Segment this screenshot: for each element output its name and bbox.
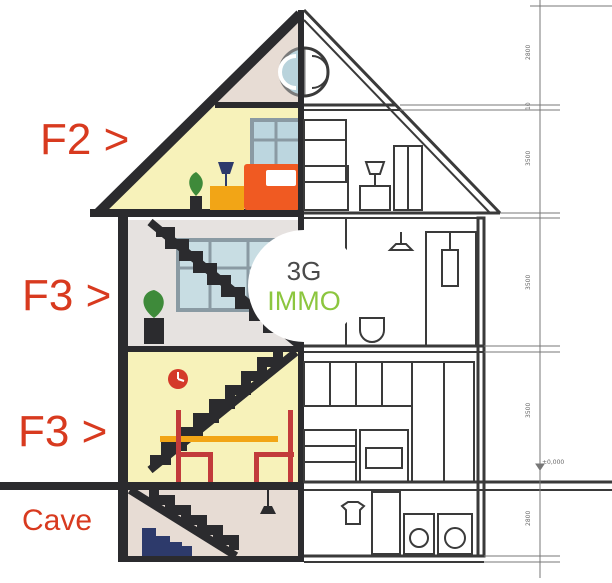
floor-label-upper: F2 > bbox=[40, 115, 130, 164]
storage-boxes bbox=[142, 528, 156, 556]
side-table bbox=[210, 186, 244, 210]
cellar-floor bbox=[118, 556, 300, 562]
cellar-lamp bbox=[260, 506, 276, 514]
middle-floor-slab bbox=[118, 346, 300, 352]
dimension-line bbox=[400, 0, 612, 578]
dining-table bbox=[160, 436, 278, 442]
left-wall bbox=[118, 213, 128, 556]
ground-level-slab bbox=[0, 482, 300, 490]
logo-text-3g: 3G bbox=[286, 256, 322, 286]
dim-10: 10 bbox=[525, 102, 532, 110]
dim-3500-ground: 3500 bbox=[525, 403, 532, 418]
logo-text-immo: IMMO bbox=[267, 286, 341, 316]
chair-right bbox=[254, 452, 294, 457]
plant-upper bbox=[189, 172, 203, 196]
floor-label-cellar: Cave bbox=[22, 504, 93, 537]
roof-left-edge bbox=[94, 10, 304, 217]
plant-middle bbox=[143, 290, 164, 318]
dim-2800-top: 2800 bbox=[525, 45, 532, 60]
table-lamp bbox=[218, 162, 234, 174]
floor-label-middle: F3 > bbox=[22, 271, 112, 320]
logo-circle bbox=[248, 230, 360, 342]
dim-zero-level: ±0,000 bbox=[542, 459, 564, 466]
dim-3500-middle: 3500 bbox=[525, 275, 532, 290]
chair-left bbox=[176, 410, 181, 482]
floor-label-ground: F3 > bbox=[18, 407, 108, 456]
dim-3500-upper: 3500 bbox=[525, 151, 532, 166]
dim-2800-cellar: 2800 bbox=[525, 511, 532, 526]
